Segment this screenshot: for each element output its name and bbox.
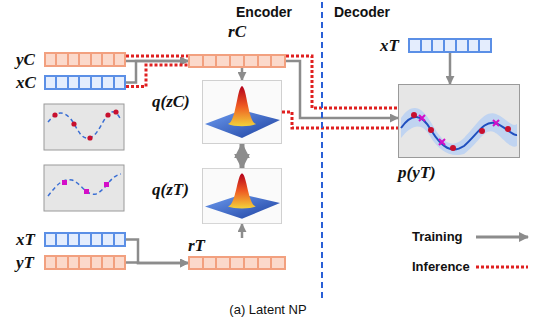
legend-samples	[476, 237, 528, 267]
vector-node: yT	[16, 255, 126, 270]
vector-cell	[115, 77, 124, 88]
vector-cell	[46, 54, 55, 65]
inference-connector	[126, 55, 188, 58]
distribution-node: q(zC)	[152, 80, 282, 144]
divider-line	[321, 2, 323, 298]
inference-connector	[282, 112, 398, 128]
caption: (a) Latent NP	[0, 302, 536, 317]
vector-cell	[445, 40, 455, 51]
vector-cell	[80, 257, 89, 268]
vector-cell	[103, 54, 112, 65]
vector-cell	[69, 54, 78, 65]
vector-cell	[217, 258, 229, 268]
vector-cell	[57, 77, 66, 88]
vector-cell	[103, 77, 112, 88]
vector-node: yC	[16, 52, 126, 67]
vector-cells	[408, 38, 492, 53]
vector-cell	[57, 257, 66, 268]
training-connector	[126, 261, 188, 264]
vector-cell	[272, 56, 284, 66]
vector-cell	[457, 40, 467, 51]
vector-cell	[245, 56, 257, 66]
vector-cell	[57, 54, 66, 65]
node-label: xT	[380, 38, 399, 53]
vector-cell	[103, 234, 112, 245]
node-label: yT	[16, 255, 34, 270]
node-label: rC	[228, 22, 246, 42]
inference-connector	[286, 56, 398, 108]
vector-cell	[190, 56, 202, 66]
vector-cells	[188, 54, 286, 68]
node-label: xT	[16, 232, 35, 247]
distribution-surface	[202, 168, 282, 224]
vector-cell	[69, 257, 78, 268]
vector-cell	[80, 77, 89, 88]
vector-cell	[80, 54, 89, 65]
vector-cell	[217, 56, 229, 66]
vector-node: rT	[188, 238, 286, 270]
vector-cell	[46, 257, 55, 268]
legend-label: Inference	[412, 259, 470, 274]
training-connector	[241, 68, 244, 80]
vector-cell	[115, 54, 124, 65]
inference-connector	[126, 65, 188, 87]
training-connector	[240, 144, 245, 168]
vector-cells	[44, 75, 126, 90]
vector-node: xT	[16, 232, 126, 247]
vector-cell	[410, 40, 420, 51]
training-connector	[449, 53, 452, 84]
vector-cell	[80, 234, 89, 245]
vector-cells	[44, 52, 126, 67]
vector-cell	[92, 77, 101, 88]
vector-cell	[92, 54, 101, 65]
vector-cell	[92, 257, 101, 268]
prediction-node: p(yT)	[398, 84, 522, 188]
vector-cell	[190, 258, 202, 268]
vector-cell	[231, 258, 243, 268]
node-label: p(yT)	[398, 162, 436, 184]
vector-cell	[204, 258, 216, 268]
legend-label: Training	[412, 229, 463, 244]
node-label: rT	[188, 238, 205, 254]
vector-cells	[44, 232, 126, 247]
vector-cell	[272, 258, 284, 268]
vector-cell	[469, 40, 479, 51]
vector-cell	[422, 40, 432, 51]
vector-cell	[115, 257, 124, 268]
vector-cell	[69, 234, 78, 245]
vector-cell	[57, 234, 66, 245]
vector-cell	[46, 77, 55, 88]
node-label: yC	[16, 52, 35, 67]
vector-node: xC	[16, 75, 126, 90]
vector-cell	[433, 40, 443, 51]
vector-cell	[92, 234, 101, 245]
vector-cell	[69, 77, 78, 88]
vector-node: rC	[188, 22, 286, 68]
distribution-node: q(zT)	[152, 168, 282, 224]
prediction-plot	[398, 84, 520, 158]
vector-node: xT	[380, 38, 492, 53]
target-plot	[44, 165, 124, 211]
vector-cell	[480, 40, 490, 51]
training-connector	[241, 224, 244, 238]
node-label: q(zC)	[152, 92, 190, 112]
vector-cell	[103, 257, 112, 268]
vector-cell	[259, 56, 271, 66]
vector-cell	[245, 258, 257, 268]
node-label: q(zT)	[152, 180, 189, 200]
distribution-surface	[202, 80, 282, 144]
node-label: xC	[16, 75, 36, 90]
vector-cell	[46, 234, 55, 245]
vector-cell	[204, 56, 216, 66]
training-connector	[126, 240, 188, 264]
vector-cell	[231, 56, 243, 66]
section-label: Encoder	[236, 4, 292, 20]
context-plot	[44, 104, 124, 150]
vector-cells	[188, 256, 286, 270]
vector-cell	[115, 234, 124, 245]
section-label: Decoder	[334, 4, 390, 20]
vector-cell	[259, 258, 271, 268]
vector-cells	[44, 255, 126, 270]
